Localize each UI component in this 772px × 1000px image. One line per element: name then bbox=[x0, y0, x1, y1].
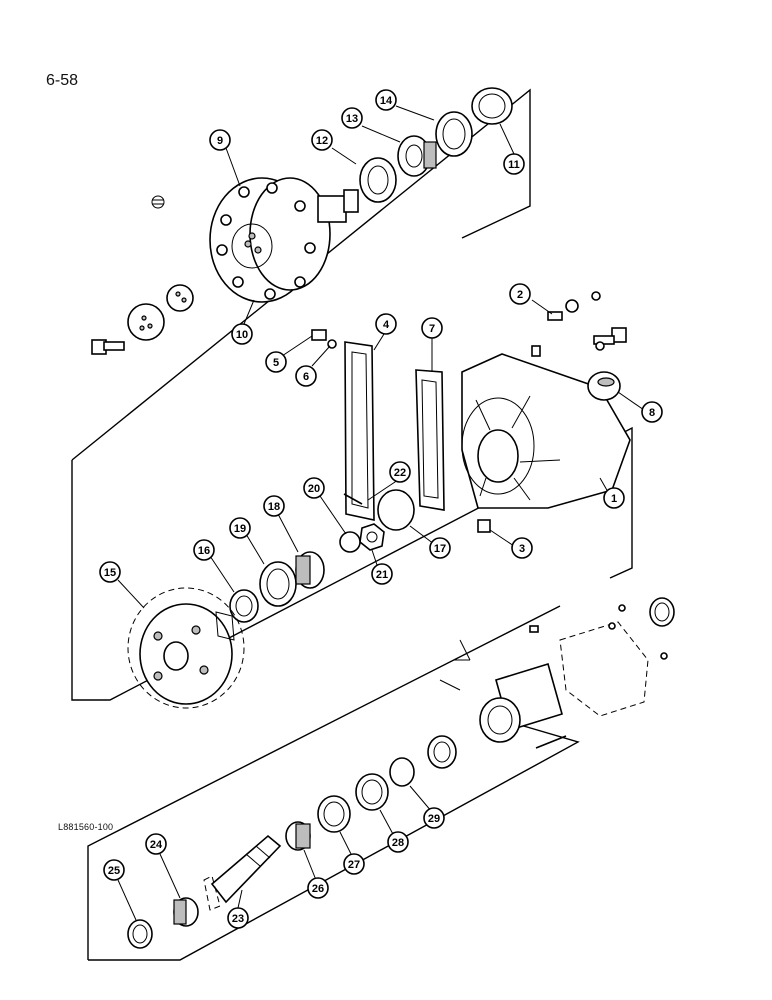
bull-gear-part-15 bbox=[127, 587, 245, 709]
callout-7: 7 bbox=[421, 317, 443, 339]
callout-6: 6 bbox=[295, 365, 317, 387]
hub-stud-detail-icon bbox=[151, 195, 165, 209]
svg-text:12: 12 bbox=[316, 135, 328, 147]
page-number: 6-58 bbox=[46, 72, 79, 89]
callout-29: 29 bbox=[423, 807, 445, 829]
callout-9: 9 bbox=[209, 129, 231, 151]
svg-text:3: 3 bbox=[519, 543, 525, 555]
callout-13: 13 bbox=[341, 107, 363, 129]
callout-27: 27 bbox=[343, 853, 365, 875]
seal-part-12 bbox=[359, 157, 397, 203]
svg-text:2: 2 bbox=[517, 289, 523, 301]
group-outline-lower bbox=[87, 605, 580, 961]
bearing-cone-part-24 bbox=[173, 897, 199, 927]
svg-text:5: 5 bbox=[273, 357, 279, 369]
svg-text:22: 22 bbox=[394, 467, 406, 479]
nut-part-21 bbox=[359, 523, 385, 551]
seal-housing-right bbox=[649, 597, 675, 627]
callout-22: 22 bbox=[389, 461, 411, 483]
gasket-part-7 bbox=[415, 369, 445, 511]
svg-text:26: 26 bbox=[312, 883, 324, 895]
svg-text:4: 4 bbox=[383, 319, 390, 331]
seal-part-25 bbox=[127, 919, 153, 949]
callout-28: 28 bbox=[387, 831, 409, 853]
svg-text:23: 23 bbox=[232, 913, 244, 925]
callout-21: 21 bbox=[371, 563, 393, 585]
svg-text:25: 25 bbox=[108, 865, 120, 877]
svg-text:7: 7 bbox=[429, 323, 435, 335]
callout-8: 8 bbox=[641, 401, 663, 423]
callout-17: 17 bbox=[429, 537, 451, 559]
callout-19: 19 bbox=[229, 517, 251, 539]
pin-part-22 bbox=[343, 493, 363, 505]
svg-text:27: 27 bbox=[348, 859, 360, 871]
callout-26: 26 bbox=[307, 877, 329, 899]
axle-shaft-part-23 bbox=[203, 834, 282, 911]
bearing-cup-part-14 bbox=[435, 111, 473, 157]
callout-15: 15 bbox=[99, 561, 121, 583]
svg-text:8: 8 bbox=[649, 407, 655, 419]
retainer-ring bbox=[427, 735, 457, 769]
callout-5: 5 bbox=[265, 351, 287, 373]
callout-3: 3 bbox=[511, 537, 533, 559]
leader-lines bbox=[117, 105, 645, 921]
callout-2: 2 bbox=[509, 283, 531, 305]
callout-10: 10 bbox=[231, 323, 253, 345]
svg-text:13: 13 bbox=[346, 113, 358, 125]
axle-housing bbox=[439, 604, 668, 749]
callout-14: 14 bbox=[375, 89, 397, 111]
svg-text:11: 11 bbox=[508, 159, 520, 171]
svg-text:14: 14 bbox=[380, 95, 393, 107]
callout-23: 23 bbox=[227, 907, 249, 929]
callout-24: 24 bbox=[145, 833, 167, 855]
housing-fasteners bbox=[311, 291, 627, 357]
callout-20: 20 bbox=[303, 477, 325, 499]
bearing-cone-part-26 bbox=[285, 821, 311, 851]
cap-part-8 bbox=[587, 371, 621, 401]
svg-text:24: 24 bbox=[150, 839, 163, 851]
svg-text:28: 28 bbox=[392, 837, 404, 849]
svg-text:16: 16 bbox=[198, 545, 210, 557]
bearing-cup-part-19 bbox=[259, 561, 297, 607]
svg-text:6: 6 bbox=[303, 371, 309, 383]
callout-12: 12 bbox=[311, 129, 333, 151]
callout-1: 1 bbox=[603, 487, 625, 509]
snap-ring-part-17 bbox=[377, 489, 415, 531]
hub-cap-and-bolt bbox=[91, 284, 194, 355]
svg-text:10: 10 bbox=[236, 329, 248, 341]
svg-text:15: 15 bbox=[104, 567, 116, 579]
callout-16: 16 bbox=[193, 539, 215, 561]
svg-text:20: 20 bbox=[308, 483, 320, 495]
svg-text:9: 9 bbox=[217, 135, 223, 147]
svg-text:21: 21 bbox=[376, 569, 388, 581]
callout-11: 11 bbox=[503, 153, 525, 175]
plug-part-3 bbox=[477, 519, 491, 533]
bearing-cup-part-28 bbox=[355, 773, 389, 811]
callout-25: 25 bbox=[103, 859, 125, 881]
callout-18: 18 bbox=[263, 495, 285, 517]
bearing-cone-part-18 bbox=[295, 551, 325, 589]
washer-part-20 bbox=[339, 531, 361, 553]
callout-4: 4 bbox=[375, 313, 397, 335]
final-drive-housing-part-1 bbox=[461, 353, 631, 509]
gasket-part-4 bbox=[344, 341, 375, 521]
svg-text:18: 18 bbox=[268, 501, 280, 513]
figure-code: L881560-100 bbox=[58, 822, 114, 832]
svg-text:29: 29 bbox=[428, 813, 440, 825]
bearing-cone-part-13 bbox=[397, 135, 437, 177]
svg-text:1: 1 bbox=[611, 493, 617, 505]
o-ring-part-29 bbox=[389, 757, 415, 787]
group-outline-middle bbox=[71, 426, 633, 701]
seal-part-16 bbox=[229, 589, 259, 623]
wheel-hub-part-9 bbox=[209, 177, 359, 303]
sleeve-part-11 bbox=[471, 87, 513, 125]
bearing-cup-part-27 bbox=[317, 795, 351, 833]
svg-text:17: 17 bbox=[434, 543, 446, 555]
svg-text:19: 19 bbox=[234, 523, 246, 535]
